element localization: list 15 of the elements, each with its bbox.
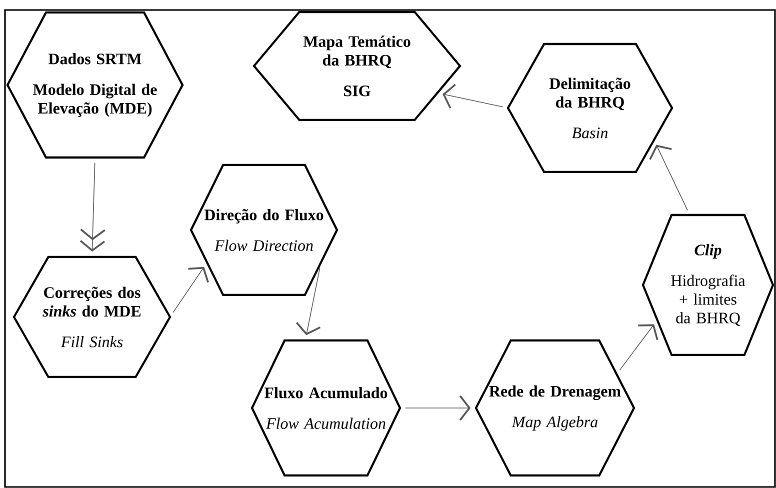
chevron-arrow (404, 395, 471, 421)
chevron-arrow (442, 84, 504, 108)
chevron-arrow (296, 267, 321, 336)
chevron-arrow (172, 266, 209, 313)
process-hexagon: Rede de Drenagem Map Algebra (474, 339, 636, 477)
process-hexagon: Correções dos sinks do MDE Fill Sinks (12, 256, 172, 378)
chevron-arrow (80, 162, 106, 252)
process-hexagon: Clip Hidrografia + limites da BHRQ (642, 214, 774, 356)
process-hexagon: Fluxo Acumulado Flow Acumulation (250, 339, 402, 477)
process-hexagon: Mapa Temático da BHRQ SIG (252, 10, 462, 122)
process-hexagon: Dados SRTM Modelo Digital de Elevação (MDE) (6, 11, 184, 159)
process-hexagon: Delimitação da BHRQ Basin (506, 42, 674, 174)
chevron-arrow (619, 324, 658, 370)
process-hexagon: Direção do Fluxo Flow Direction (190, 164, 338, 296)
chevron-arrow (649, 144, 688, 211)
